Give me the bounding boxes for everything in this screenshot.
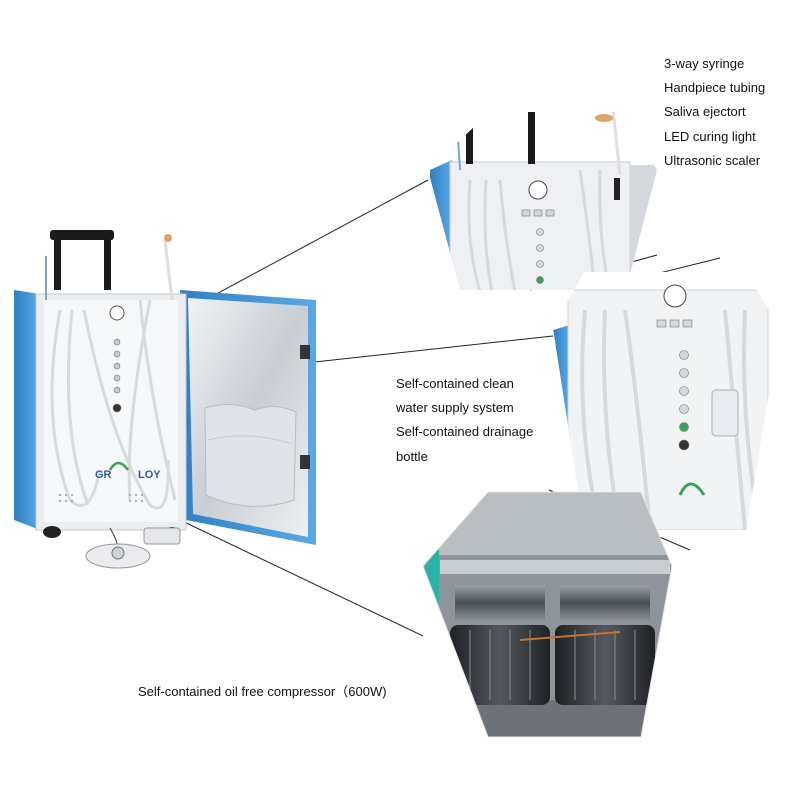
case-side [14, 290, 40, 530]
closeup-compressor [423, 492, 672, 737]
trolley-handle [50, 230, 114, 290]
wheel [43, 526, 61, 538]
callout-compressor: Self-contained oil free compressor（600W) [138, 684, 387, 699]
closeup-instruments [428, 112, 657, 290]
callout-saliva-ejector: Saliva ejectort [664, 104, 746, 120]
pressure-gauge [109, 305, 125, 321]
foot-pedal [85, 527, 181, 569]
callout-ultrasonic-scaler: Ultrasonic scaler [664, 152, 761, 168]
callout-list-top: 3-way syringe Handpiece tubing Saliva ej… [664, 52, 765, 173]
lid-latch [300, 455, 310, 469]
dental-unit-main: GR LOY [14, 230, 316, 569]
water-bottle [711, 389, 739, 437]
callout-drainage-line1: Self-contained drainage [396, 424, 534, 440]
callout-led-curing-light: LED curing light [664, 128, 756, 144]
lid-latch [300, 345, 310, 359]
case-lid [180, 290, 316, 545]
callout-water-supply-line2: water supply system [396, 400, 514, 416]
brand-logo-tail: LOY [138, 469, 161, 481]
callout-3-way-syringe: 3-way syringe [664, 56, 745, 71]
brand-logo: GR [95, 469, 112, 481]
handpiece-tubing [50, 299, 177, 510]
leader-line-bottom [179, 519, 424, 637]
callout-list-middle: Self-contained clean water supply system… [396, 372, 533, 469]
callout-drainage-line2: bottle [396, 448, 428, 464]
callout-water-supply-line1: Self-contained clean [396, 376, 514, 391]
callout-handpiece-tubing: Handpiece tubing [664, 80, 766, 96]
led-curing-light-tip [164, 234, 172, 242]
